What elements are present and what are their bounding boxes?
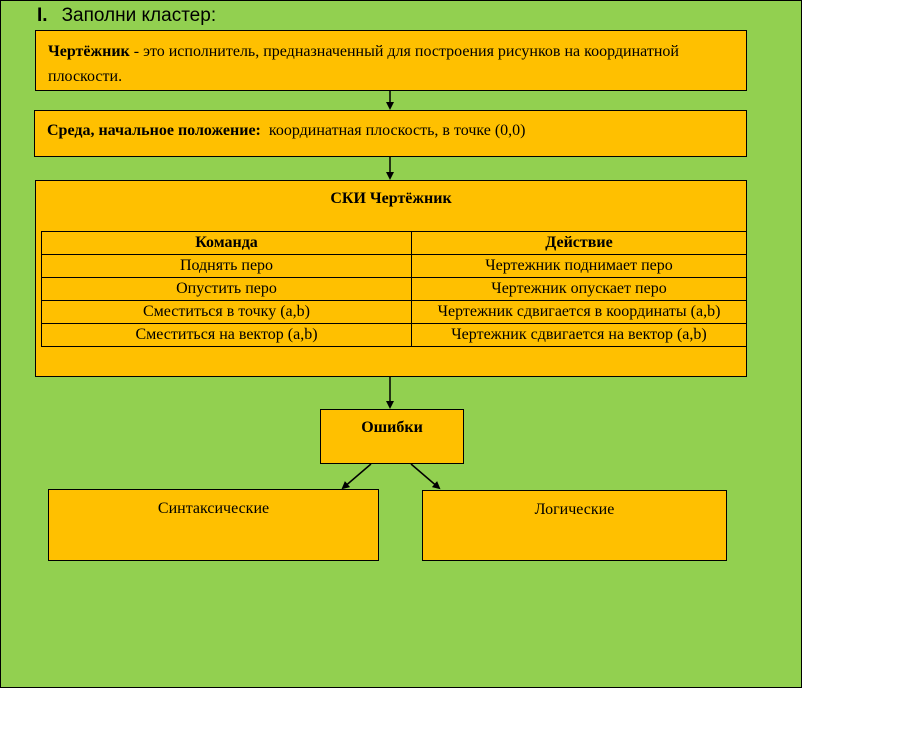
action-cell: Чертежник сдвигается на вектор (a,b) xyxy=(411,323,747,347)
column-header-action: Действие xyxy=(411,231,747,255)
definition-box: Чертёжник - это исполнитель, предназначе… xyxy=(35,30,747,91)
command-cell: Сместиться на вектор (a,b) xyxy=(41,323,412,347)
environment-text: координатная плоскость, в точке (0,0) xyxy=(260,122,526,139)
command-cell: Сместиться в точку (a,b) xyxy=(41,300,412,324)
arrow-errors-to-syntax xyxy=(341,463,372,490)
ski-box: СКИ Чертёжник Команда Действие Поднять п… xyxy=(35,180,747,377)
table-row: Сместиться на вектор (a,b) Чертежник сдв… xyxy=(41,323,747,347)
environment-box: Среда, начальное положение: координатная… xyxy=(34,110,747,157)
task-heading: I. Заполни кластер: xyxy=(37,5,216,31)
heading-number: I. xyxy=(37,5,48,26)
ski-title: СКИ Чертёжник xyxy=(330,190,452,207)
heading-text: Заполни кластер: xyxy=(61,5,217,26)
connector-arrows xyxy=(341,91,441,490)
environment-label: Среда, начальное положение: xyxy=(47,122,261,139)
action-cell: Чертежник поднимает перо xyxy=(411,254,747,278)
syntax-errors-box: Синтаксические xyxy=(48,489,379,561)
column-header-command: Команда xyxy=(41,231,412,255)
action-cell: Чертежник сдвигается в координаты (a,b) xyxy=(411,300,747,324)
logical-errors-box: Логические xyxy=(422,490,727,561)
cluster-canvas: I. Заполни кластер: Чертёжник - это испол… xyxy=(0,0,802,688)
definition-text: - это исполнитель, предназначенный для п… xyxy=(48,43,679,85)
table-row: Опустить перо Чертежник опускает перо xyxy=(41,277,747,301)
table-row: Сместиться в точку (a,b) Чертежник сдвиг… xyxy=(41,300,747,324)
ski-table-header: Команда Действие xyxy=(41,231,747,255)
arrow-errors-to-logical xyxy=(410,463,441,490)
ski-table: Команда Действие Поднять перо Чертежник … xyxy=(41,231,747,347)
command-cell: Опустить перо xyxy=(41,277,412,301)
errors-box: Ошибки xyxy=(320,409,464,464)
definition-term: Чертёжник xyxy=(48,43,130,60)
table-row: Поднять перо Чертежник поднимает перо xyxy=(41,254,747,278)
command-cell: Поднять перо xyxy=(41,254,412,278)
